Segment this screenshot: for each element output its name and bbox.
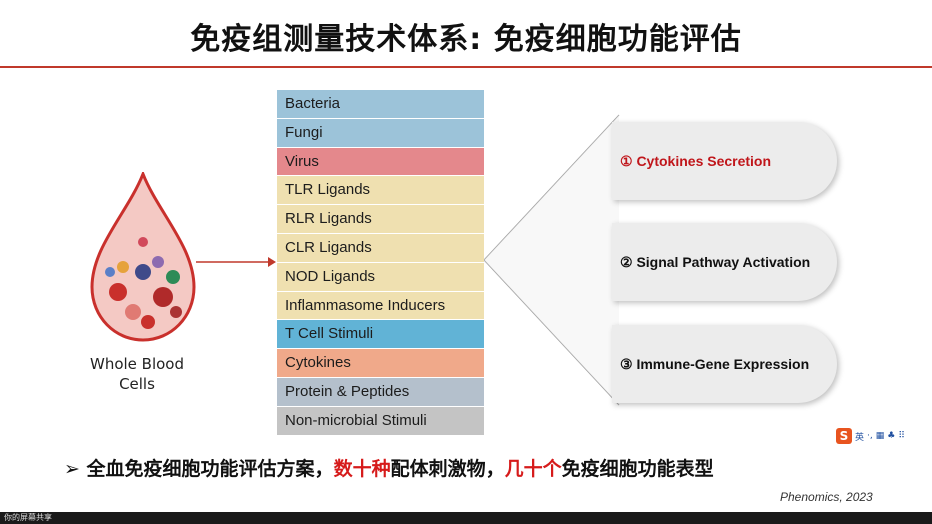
blood-cell <box>105 267 115 277</box>
stimulus-item: CLR Ligands <box>277 233 484 263</box>
blood-cell <box>138 237 148 247</box>
bullet-text: 配体刺激物， <box>390 458 505 480</box>
stimulus-item: RLR Ligands <box>277 205 484 234</box>
ime-grid-icon[interactable]: ⠿ <box>898 431 905 441</box>
ime-keyboard-icon[interactable]: ▦ <box>875 431 885 441</box>
screen-share-label: 你的屏幕共享 <box>4 513 52 522</box>
stimulus-item: Protein & Peptides <box>277 377 484 407</box>
blood-cell <box>135 264 151 280</box>
outcome-immune-gene-expression: ③ Immune-Gene Expression <box>612 325 837 403</box>
ime-user-icon[interactable]: ♣ <box>887 431 896 441</box>
stimulus-item: Fungi <box>277 118 484 148</box>
blood-cell <box>153 287 173 307</box>
stimulus-item: TLR Ligands <box>277 176 484 206</box>
stimulus-item: Bacteria <box>277 90 484 119</box>
ime-toolbar[interactable]: S 英 ·, ▦ ♣ ⠿ <box>836 428 905 444</box>
title-divider <box>0 66 932 68</box>
stimulus-item: Virus <box>277 147 484 177</box>
summary-bullet: ➢ 全血免疫细胞功能评估方案，数十种配体刺激物，几十个免疫细胞功能表型 <box>64 454 714 481</box>
stimulus-item: Cytokines <box>277 349 484 378</box>
stimulus-item: T Cell Stimuli <box>277 320 484 350</box>
bullet-text: 免疫细胞功能表型 <box>561 458 714 480</box>
outcome-label: ① Cytokines Secretion <box>620 153 772 169</box>
outcome-label: ② Signal Pathway Activation <box>620 254 811 270</box>
outcome-label: ③ Immune-Gene Expression <box>620 356 810 372</box>
citation: Phenomics, 2023 <box>780 490 873 504</box>
bullet-text: 全血免疫细胞功能评估方案， <box>86 458 334 480</box>
whole-blood-label: Whole Blood Cells <box>89 355 184 393</box>
stimulus-item: Inflammasome Inducers <box>277 291 484 321</box>
bullet-highlight: 数十种 <box>333 458 391 480</box>
ime-lang-icon[interactable]: 英 <box>855 432 865 443</box>
blood-cell <box>170 306 182 318</box>
blood-drop-illustration <box>90 172 196 342</box>
slide-title: 免疫组测量技术体系: 免疫细胞功能评估 <box>190 22 742 57</box>
blood-cell <box>141 315 155 329</box>
screen-share-bar[interactable]: 你的屏幕共享 <box>0 512 932 524</box>
stimulus-item: NOD Ligands <box>277 262 484 292</box>
bullet-highlight: 几十个 <box>504 458 562 480</box>
bullet-marker: ➢ <box>64 458 80 480</box>
stimulus-item: Non-microbial Stimuli <box>277 406 484 436</box>
outcome-cytokines-secretion: ① Cytokines Secretion <box>612 122 837 200</box>
arrow-right-icon <box>196 257 276 267</box>
outcome-signal-pathway-activation: ② Signal Pathway Activation <box>612 223 837 301</box>
blood-cell <box>117 261 129 273</box>
sogou-logo-icon[interactable]: S <box>836 428 852 444</box>
blood-cell <box>125 304 141 320</box>
blood-cell <box>109 283 127 301</box>
blood-cell <box>152 256 164 268</box>
fan-lines <box>484 114 620 406</box>
ime-punct-icon[interactable]: ·, <box>867 431 873 441</box>
blood-cell <box>166 270 180 284</box>
